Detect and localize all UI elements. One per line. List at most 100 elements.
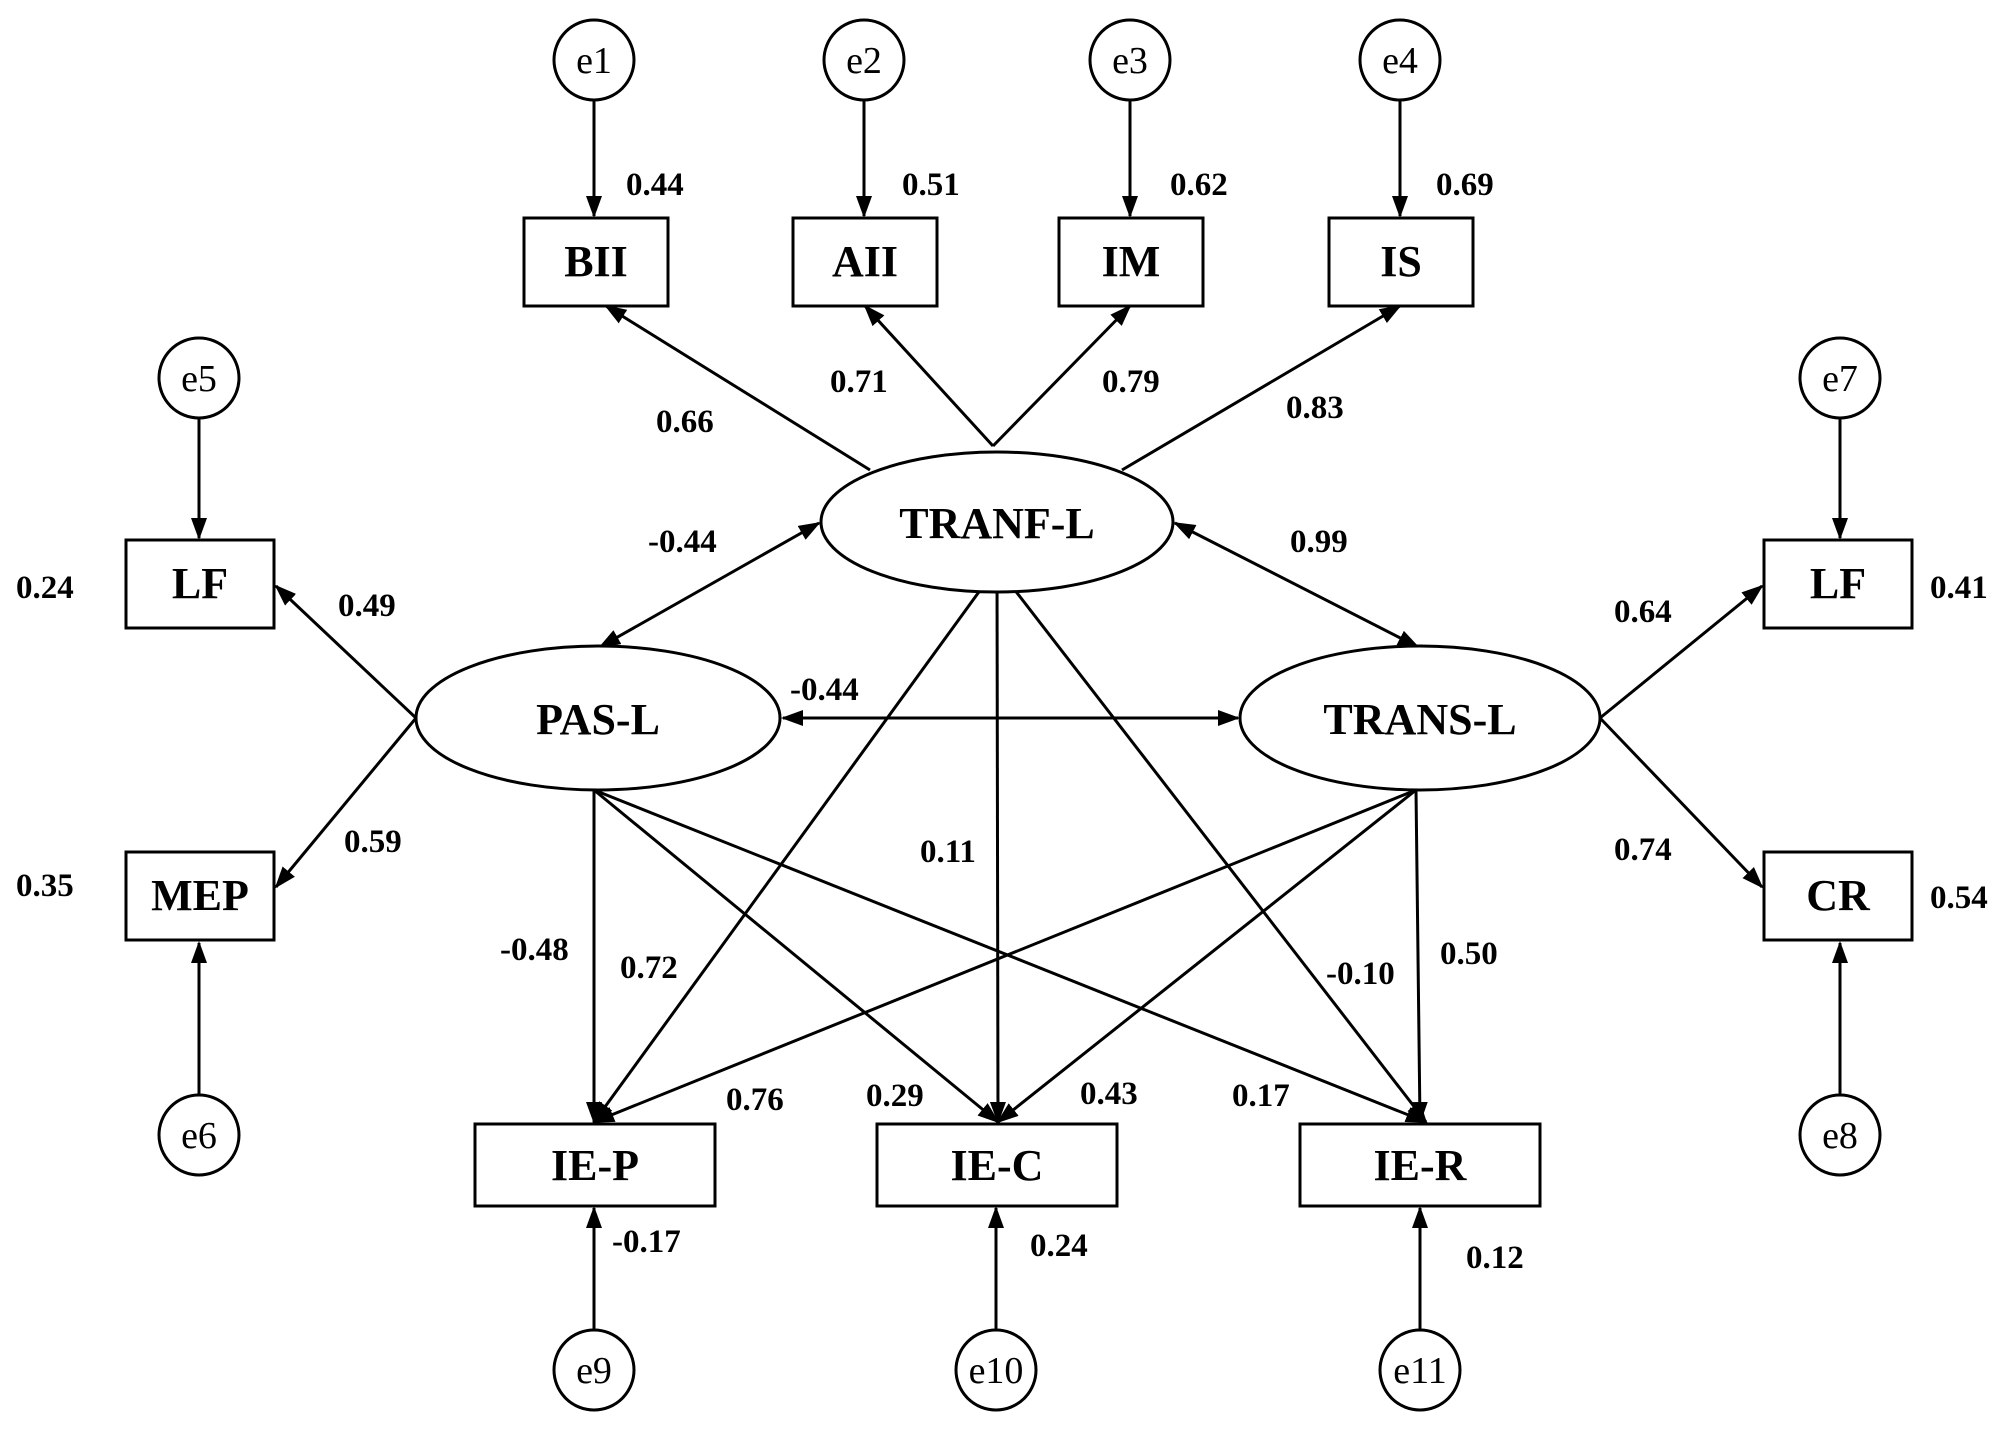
coef-tranf-ier: -0.10 — [1326, 956, 1395, 992]
latents: TRANF-L PAS-L TRANS-L — [414, 450, 1602, 792]
coef-tranf-iep: 0.72 — [620, 950, 678, 986]
coef-tranf-is: 0.83 — [1286, 390, 1344, 426]
error-e10: e10 — [954, 1328, 1038, 1412]
coef-trans-ier: 0.50 — [1440, 936, 1498, 972]
indicator-aii-label: AII — [832, 237, 898, 286]
coef-pas-iec: 0.29 — [866, 1078, 924, 1114]
error-e3: e3 — [1088, 18, 1172, 102]
error-e3-label: e3 — [1112, 40, 1148, 82]
error-e2: e2 — [822, 18, 906, 102]
coef-tranf-im: 0.79 — [1102, 364, 1160, 400]
indicator-is: IS — [1327, 216, 1475, 308]
indicator-im-label: IM — [1102, 237, 1161, 286]
error-e2-label: e2 — [846, 40, 882, 82]
error-e11-label: e11 — [1393, 1350, 1446, 1392]
indicator-cr: CR — [1762, 850, 1914, 942]
coef-trans-cr: 0.74 — [1614, 832, 1672, 868]
indicators: BII AII IM IS LF MEP LF CR — [124, 216, 1914, 1208]
error-e6-label: e6 — [181, 1115, 217, 1157]
edge-pas-iec — [593, 788, 1000, 1124]
coef-lf-left-r2: 0.24 — [16, 570, 74, 606]
error-e9: e9 — [552, 1328, 636, 1412]
edge-trans-cr — [1598, 716, 1764, 889]
coef-tranf-bii: 0.66 — [656, 404, 714, 440]
coef-tranf-pas: -0.44 — [648, 524, 717, 560]
error-e8-label: e8 — [1822, 1115, 1858, 1157]
coef-tranf-aii: 0.71 — [830, 364, 888, 400]
error-e5: e5 — [157, 336, 241, 420]
coefficient-labels: 0.44 0.51 0.62 0.69 0.66 0.71 0.79 0.83 … — [16, 167, 1988, 1276]
latent-trans-label: TRANS-L — [1323, 695, 1516, 744]
coef-pas-trans: -0.44 — [790, 672, 859, 708]
edge-tranf-is — [1121, 304, 1402, 472]
latent-tranf: TRANF-L — [819, 450, 1175, 594]
edge-trans-iep — [592, 788, 1417, 1124]
indicator-cr-label: CR — [1806, 871, 1871, 920]
edge-tranf-iep — [592, 566, 999, 1124]
indicator-is-label: IS — [1380, 237, 1422, 286]
edge-tranf-im — [991, 304, 1132, 448]
indicator-ier: IE-R — [1298, 1122, 1542, 1208]
error-e9-label: e9 — [576, 1350, 612, 1392]
coef-iep-r2: -0.17 — [612, 1224, 681, 1260]
coef-trans-lf: 0.64 — [1614, 594, 1672, 630]
coef-e3-im: 0.62 — [1170, 167, 1228, 203]
indicator-iec: IE-C — [875, 1122, 1119, 1208]
error-e5-label: e5 — [181, 358, 217, 400]
coef-trans-iep: 0.76 — [726, 1082, 784, 1118]
indicator-lf-right: LF — [1762, 538, 1914, 630]
indicator-aii: AII — [791, 216, 939, 308]
edge-tranf-pas — [598, 521, 821, 649]
indicator-iep: IE-P — [473, 1122, 717, 1208]
edge-pas-mep — [274, 717, 418, 889]
indicator-im: IM — [1057, 216, 1205, 308]
indicator-mep: MEP — [124, 850, 276, 942]
coef-e4-is: 0.69 — [1436, 167, 1494, 203]
indicator-mep-label: MEP — [151, 871, 249, 920]
error-e10-label: e10 — [969, 1350, 1024, 1392]
indicator-ier-label: IE-R — [1374, 1141, 1468, 1190]
indicator-lf-right-label: LF — [1810, 559, 1866, 608]
error-e7-label: e7 — [1822, 358, 1858, 400]
latent-trans: TRANS-L — [1238, 644, 1602, 792]
error-e8: e8 — [1798, 1093, 1882, 1177]
edge-tranf-aii — [863, 304, 995, 448]
indicator-bii: BII — [522, 216, 670, 308]
error-e7: e7 — [1798, 336, 1882, 420]
coef-mep-r2: 0.35 — [16, 868, 74, 904]
edge-trans-ier — [1411, 789, 1428, 1124]
error-terms: e1 e2 e3 e4 e5 e6 e7 e8 — [157, 18, 1882, 1412]
coef-tranf-iec: 0.11 — [920, 834, 976, 870]
latent-tranf-label: TRANF-L — [899, 499, 1095, 548]
coef-e2-aii: 0.51 — [902, 167, 960, 203]
error-e4: e4 — [1358, 18, 1442, 102]
indicator-iep-label: IE-P — [551, 1141, 639, 1190]
error-e6: e6 — [157, 1093, 241, 1177]
coef-e1-bii: 0.44 — [626, 167, 684, 203]
coef-cr-r2: 0.54 — [1930, 880, 1988, 916]
indicator-lf-left: LF — [124, 538, 276, 630]
error-e1-label: e1 — [576, 40, 612, 82]
coef-tranf-trans: 0.99 — [1290, 524, 1348, 560]
coef-pas-lf: 0.49 — [338, 588, 396, 624]
edges — [191, 101, 1848, 1330]
coef-pas-ier: 0.17 — [1232, 1078, 1290, 1114]
error-e11: e11 — [1378, 1328, 1462, 1412]
latent-pas-label: PAS-L — [536, 695, 660, 744]
coef-ier-r2: 0.12 — [1466, 1240, 1524, 1276]
coef-pas-mep: 0.59 — [344, 824, 402, 860]
edge-pas-ier — [593, 788, 1428, 1124]
edge-tranf-iec — [989, 566, 1006, 1124]
edge-tranf-trans — [1173, 521, 1420, 649]
coef-trans-iec: 0.43 — [1080, 1076, 1138, 1112]
edge-pas-lf — [274, 584, 418, 720]
error-e4-label: e4 — [1382, 40, 1418, 82]
indicator-lf-left-label: LF — [172, 559, 228, 608]
edge-trans-iec — [996, 788, 1417, 1124]
indicator-iec-label: IE-C — [951, 1141, 1044, 1190]
edge-tranf-bii — [604, 304, 871, 472]
edge-tranf-ier — [995, 566, 1428, 1124]
latent-pas: PAS-L — [414, 644, 782, 792]
coef-pas-iep: -0.48 — [500, 932, 569, 968]
